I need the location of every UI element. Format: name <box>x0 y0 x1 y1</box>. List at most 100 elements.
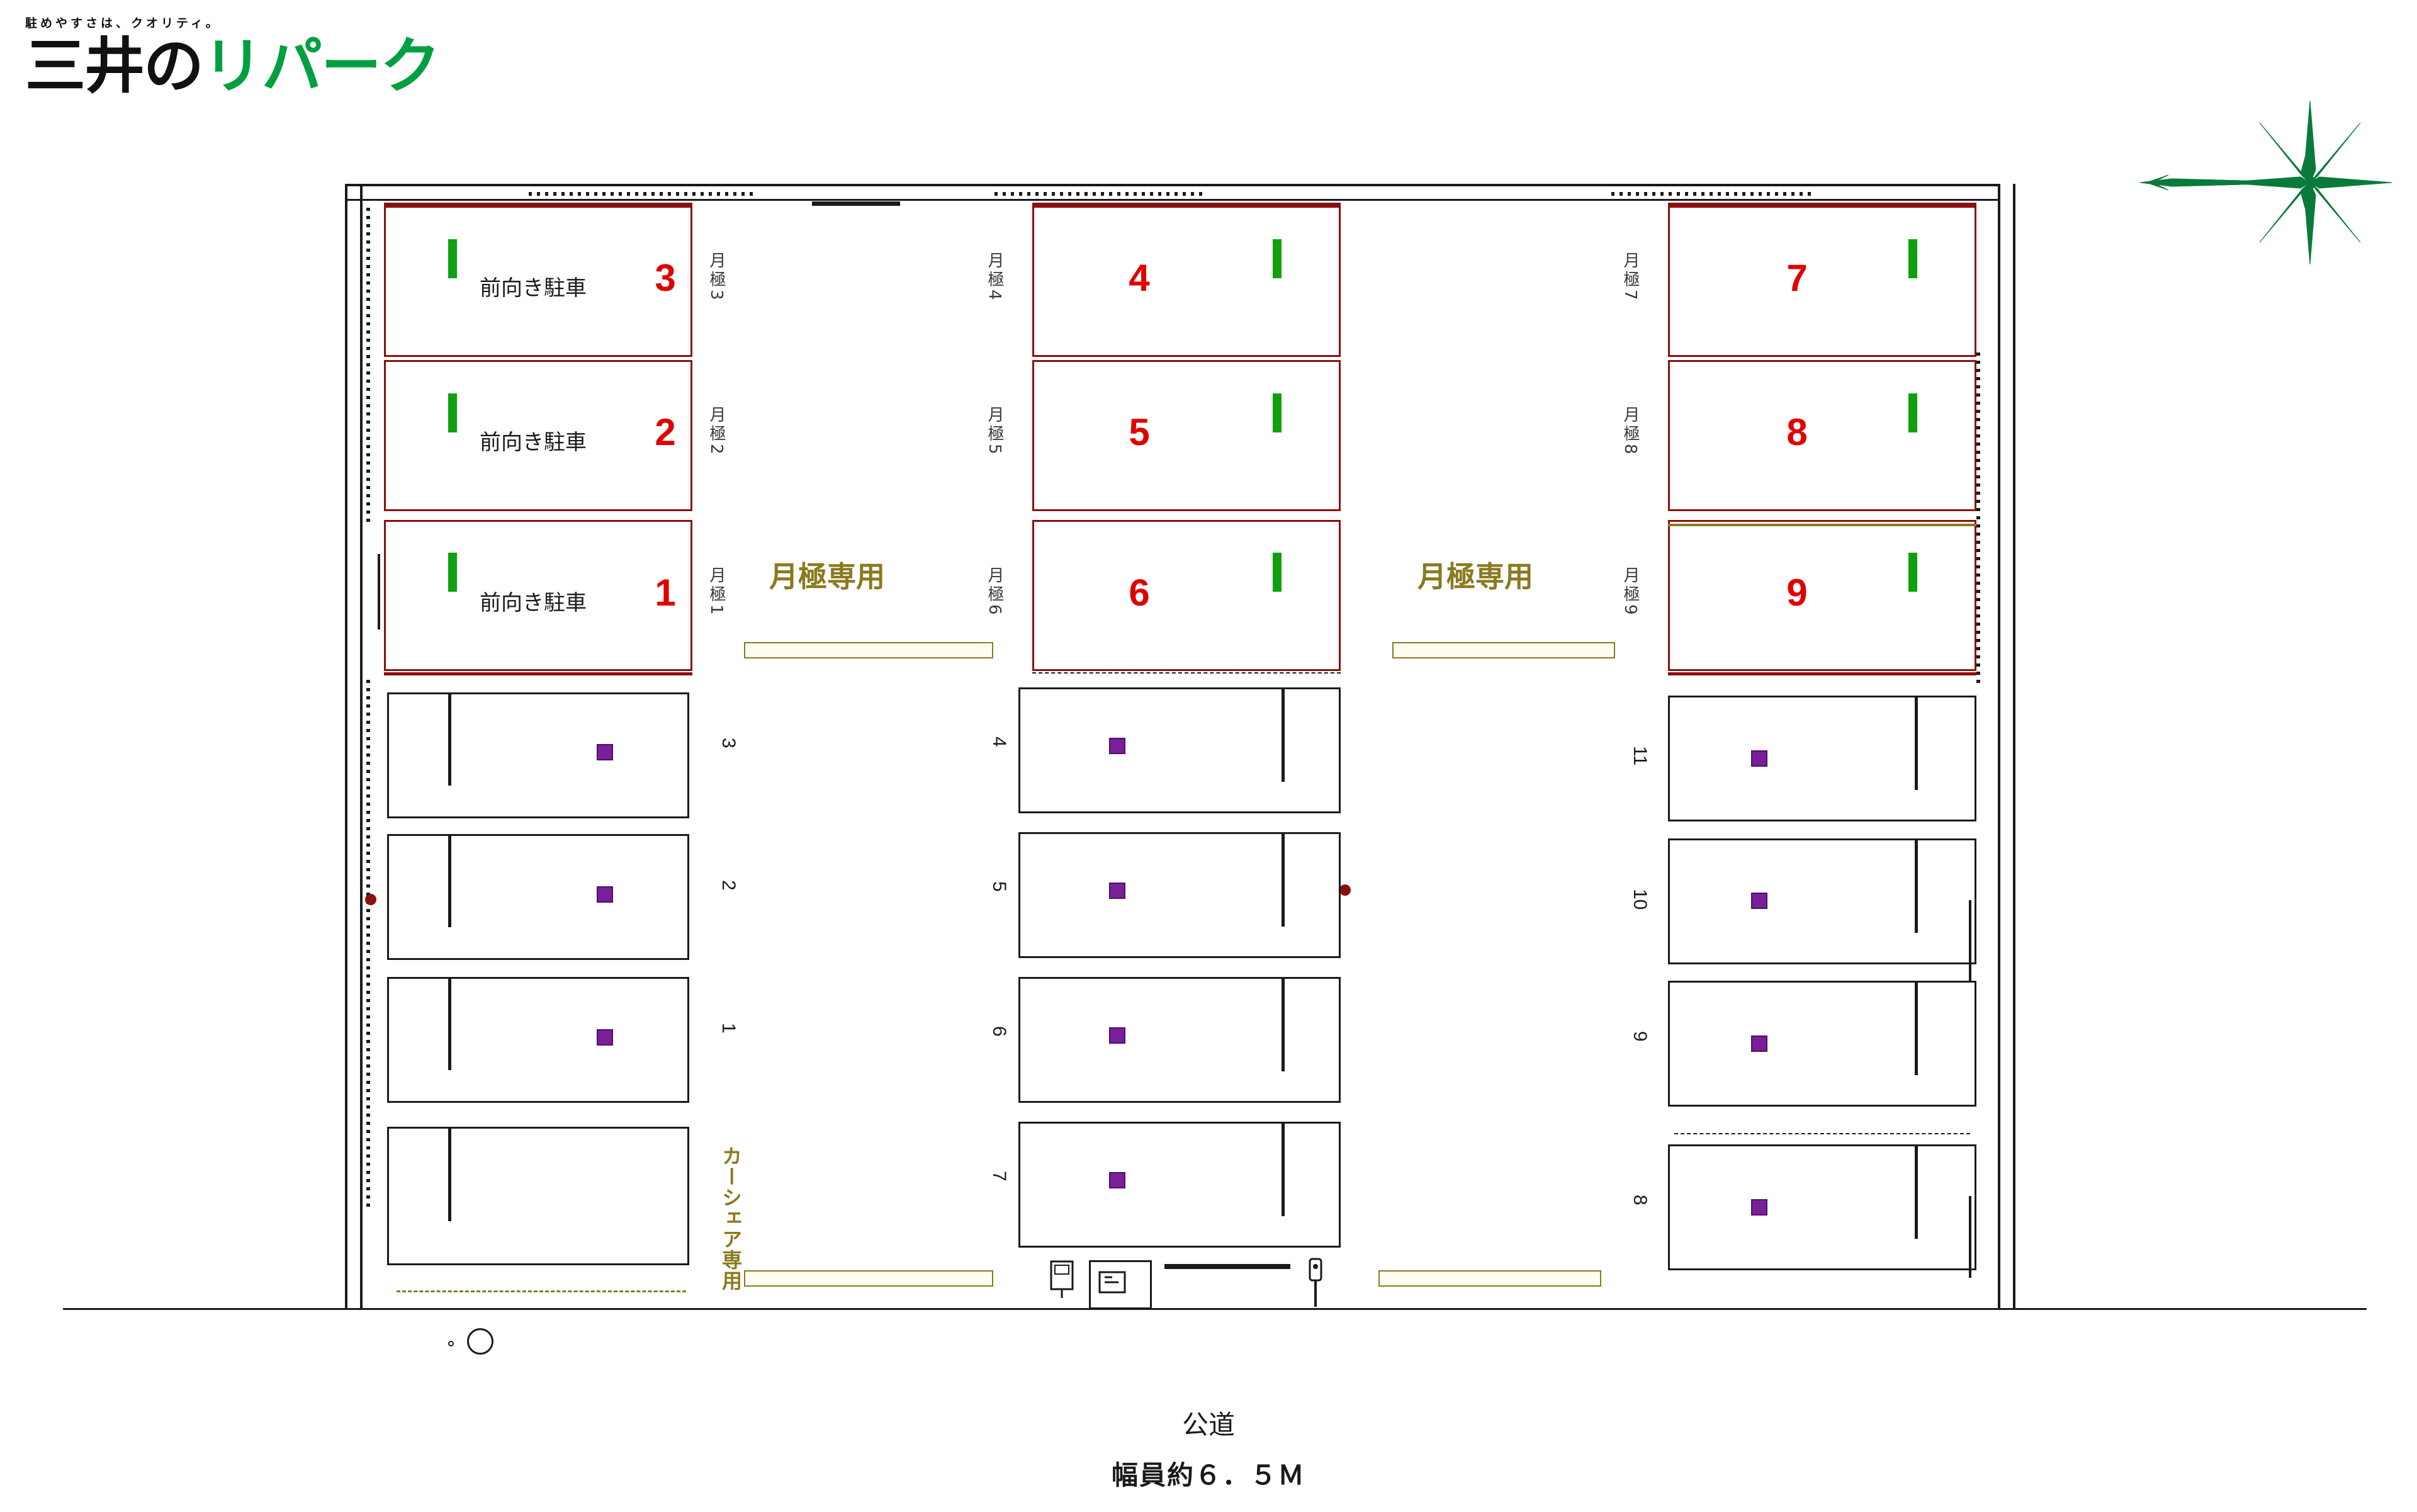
wall-segment-right-b <box>1969 1196 1971 1278</box>
wall-hatch-right-upper <box>1976 353 1980 686</box>
logo-tagline: 駐めやすさは、クオリティ。 <box>25 16 221 30</box>
monthly-vertical-label-1: 月極1 <box>707 567 726 618</box>
north-compass-icon <box>2077 94 2392 265</box>
monthly-stall-right-0[interactable] <box>1668 206 1976 357</box>
monthly-stall-number-3: 3 <box>655 257 676 299</box>
hourly-stall-number-8: 8 <box>1630 1195 1650 1205</box>
fee-payment-machine-icon[interactable] <box>1089 1260 1152 1309</box>
monthly-vertical-label-6: 月極6 <box>985 567 1004 618</box>
small-circle-marker <box>448 1341 454 1346</box>
monthly-only-bar-right-bottom <box>1378 1270 1601 1287</box>
flap-icon-h11 <box>1751 750 1767 767</box>
olive-divider-right <box>1668 524 1976 526</box>
monthly-stall-center-2[interactable] <box>1032 520 1341 671</box>
hourly-stall-number-9: 9 <box>1630 1031 1650 1042</box>
direction-tick-m2 <box>448 393 457 432</box>
direction-tick-m1 <box>448 553 457 592</box>
monthly-only-bar-left-bottom <box>744 1270 993 1287</box>
round-marker <box>467 1328 493 1355</box>
monthly-stall-left-1[interactable] <box>384 360 692 511</box>
monthly-stall-left-0[interactable] <box>384 206 692 357</box>
monthly-vertical-label-5: 月極5 <box>985 406 1004 457</box>
marker-dot-left <box>365 894 376 905</box>
monthly-center-top-line <box>1032 203 1341 206</box>
stall-divider-h11 <box>1915 696 1918 790</box>
hourly-stall-left-1[interactable] <box>387 834 689 960</box>
logo-wordmark: 三井のリパーク <box>25 35 466 98</box>
wall-segment-left <box>378 554 380 629</box>
flap-icon-h4 <box>1109 738 1125 754</box>
stall-divider-carshare <box>448 1127 451 1221</box>
monthly-stall-center-1[interactable] <box>1032 360 1341 511</box>
flap-icon-h8 <box>1751 1199 1767 1216</box>
direction-tick-m7 <box>1908 239 1917 278</box>
wall-hatch-left-upper <box>366 208 370 522</box>
monthly-stall-right-2[interactable] <box>1668 520 1976 671</box>
monthly-stall-number-4: 4 <box>1129 257 1150 299</box>
monthly-only-bar-left <box>744 642 993 658</box>
road-width-label: 幅員約６．５Ｍ <box>1111 1460 1305 1491</box>
wall-segment-right-a <box>1969 900 1971 982</box>
stall-divider-h6 <box>1282 977 1285 1071</box>
monthly-stall-left-2[interactable] <box>384 520 692 671</box>
monthly-right-top-line <box>1668 203 1976 206</box>
marker-dot-center <box>1339 884 1351 896</box>
hourly-stall-center-1[interactable] <box>1018 832 1341 958</box>
monthly-stall-number-5: 5 <box>1129 411 1150 453</box>
hourly-stall-center-3[interactable] <box>1018 1122 1341 1248</box>
monthly-vertical-label-2: 月極2 <box>707 406 726 457</box>
direction-tick-m3 <box>448 239 457 278</box>
hourly-stall-number-4: 4 <box>989 736 1010 747</box>
monthly-stall-right-1[interactable] <box>1668 360 1976 511</box>
hourly-stall-left-2[interactable] <box>387 977 689 1103</box>
hourly-stall-number-2: 2 <box>718 880 739 891</box>
logo-wordmark-dark: 三井の <box>25 31 204 101</box>
mitsui-repark-logo: 駐めやすさは、クオリティ。 三井のリパーク <box>25 14 466 133</box>
monthly-stall-number-8: 8 <box>1786 411 1808 453</box>
monthly-vertical-label-4: 月極4 <box>985 252 1004 303</box>
hourly-stall-number-10: 10 <box>1630 889 1650 910</box>
carshare-stall[interactable] <box>387 1127 689 1265</box>
hourly-stall-right-1[interactable] <box>1668 838 1976 964</box>
stall-divider-h8 <box>1915 1144 1918 1239</box>
hourly-stall-right-0[interactable] <box>1668 696 1976 821</box>
stall-divider-h10 <box>1915 838 1918 933</box>
monthly-stall-center-0[interactable] <box>1032 206 1341 357</box>
hourly-stall-right-3[interactable] <box>1668 1144 1976 1270</box>
direction-tick-m4 <box>1273 239 1282 278</box>
wall-hatch-top-right <box>1611 192 1813 196</box>
plan-right-border-outer <box>2013 184 2015 1309</box>
sign-pole-icon <box>1303 1258 1328 1308</box>
flap-icon-h7 <box>1109 1172 1125 1188</box>
hourly-stall-number-1: 1 <box>718 1023 739 1034</box>
wall-segment-top-a <box>812 201 900 206</box>
wall-hatch-left-lower <box>366 680 370 1209</box>
plan-top-border <box>345 184 2000 186</box>
monthly-vertical-label-9: 月極9 <box>1621 567 1640 618</box>
flap-icon-h2 <box>597 886 613 903</box>
flap-icon-h6 <box>1109 1027 1125 1044</box>
monthly-left-top-line <box>384 203 692 206</box>
stall-divider-h4 <box>1282 687 1285 782</box>
flap-icon-h1 <box>597 1029 613 1046</box>
monthly-center-bottom-dashed <box>1032 672 1341 674</box>
flap-icon-h5 <box>1109 883 1125 899</box>
wall-hatch-top-center <box>994 192 1202 196</box>
stall-divider-h2 <box>448 834 451 927</box>
carshare-dashed-line <box>397 1290 686 1292</box>
monthly-only-label-right: 月極専用 <box>1417 560 1533 594</box>
monthly-stall-number-9: 9 <box>1786 572 1808 614</box>
hourly-stall-center-0[interactable] <box>1018 687 1341 813</box>
monthly-right-bottom-line <box>1668 672 1976 675</box>
stall-divider-h1 <box>448 977 451 1070</box>
precheck-machine-icon[interactable] <box>1045 1260 1083 1299</box>
stall-divider-h9 <box>1915 981 1918 1075</box>
monthly-only-label-left: 月極専用 <box>769 560 885 594</box>
flap-icon-h10 <box>1751 893 1767 909</box>
hourly-stall-right-2[interactable] <box>1668 981 1976 1107</box>
right-dashed-line <box>1674 1133 1970 1134</box>
hourly-stall-left-0[interactable] <box>387 692 689 818</box>
hourly-stall-number-11: 11 <box>1630 746 1650 766</box>
hourly-stall-number-3: 3 <box>718 738 739 748</box>
hourly-stall-center-2[interactable] <box>1018 977 1341 1103</box>
